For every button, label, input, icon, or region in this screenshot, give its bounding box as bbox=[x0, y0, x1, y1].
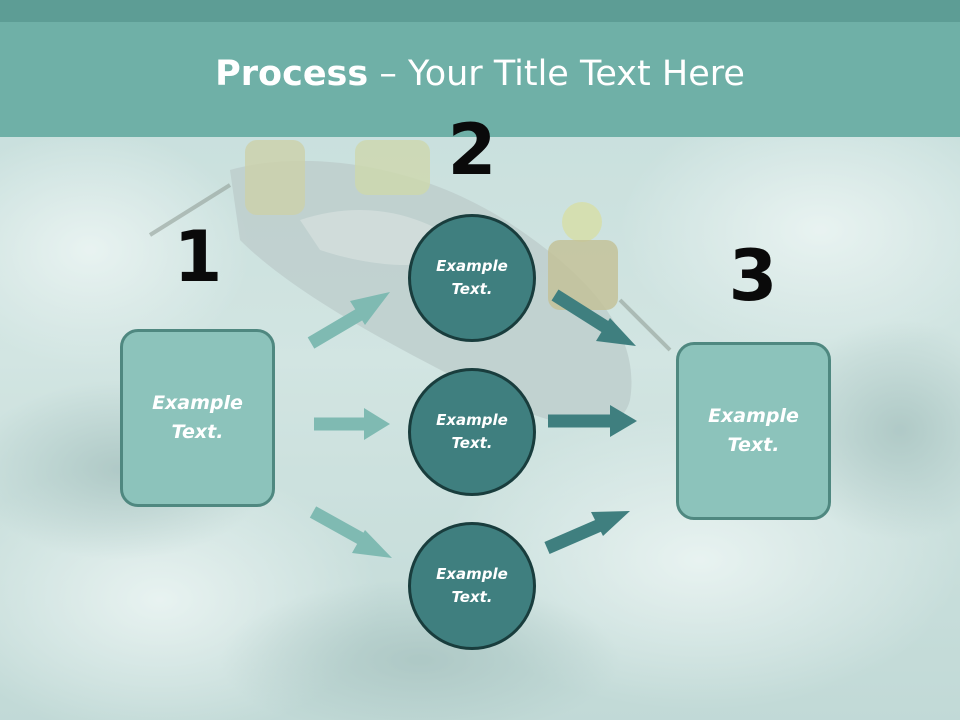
arrow-box1-to-circle3 bbox=[309, 506, 392, 558]
stage-box-1-line2: Text. bbox=[171, 421, 224, 443]
step-circle-3-line2: Text. bbox=[451, 588, 493, 606]
stage-number-3: 3 bbox=[728, 235, 778, 317]
stage-box-1-text: Example Text. bbox=[152, 389, 243, 447]
stage-box-3-text: Example Text. bbox=[708, 402, 799, 460]
title-separator: – bbox=[368, 54, 408, 94]
step-circle-2-line1: Example bbox=[436, 411, 508, 429]
step-circle-3: Example Text. bbox=[408, 522, 536, 650]
step-circle-1-line2: Text. bbox=[451, 280, 493, 298]
arrow-circle1-to-box3 bbox=[551, 289, 636, 346]
step-circle-1-text: Example Text. bbox=[436, 255, 508, 301]
step-circle-2: Example Text. bbox=[408, 368, 536, 496]
title-bold-part: Process bbox=[215, 54, 369, 94]
arrow-circle2-to-box3 bbox=[548, 405, 637, 437]
arrow-box1-to-circle2 bbox=[314, 408, 390, 440]
stage-box-3-line1: Example bbox=[708, 405, 799, 427]
title-rest-part: Your Title Text Here bbox=[407, 54, 745, 94]
step-circle-2-text: Example Text. bbox=[436, 409, 508, 455]
title-band-top-strip bbox=[0, 0, 960, 22]
arrow-circle3-to-box3 bbox=[544, 511, 630, 554]
stage-box-1: Example Text. bbox=[120, 329, 275, 507]
step-circle-3-line1: Example bbox=[436, 565, 508, 583]
step-circle-3-text: Example Text. bbox=[436, 563, 508, 609]
title-band bbox=[0, 0, 960, 137]
slide-title: Process – Your Title Text Here bbox=[0, 52, 960, 96]
step-circle-1: Example Text. bbox=[408, 214, 536, 342]
step-circle-1-line1: Example bbox=[436, 257, 508, 275]
stage-number-2: 2 bbox=[447, 109, 497, 191]
stage-box-3: Example Text. bbox=[676, 342, 831, 520]
stage-box-3-line2: Text. bbox=[727, 434, 780, 456]
stage-number-1: 1 bbox=[173, 216, 223, 298]
arrow-box1-to-circle1 bbox=[307, 292, 390, 349]
step-circle-2-line2: Text. bbox=[451, 434, 493, 452]
stage-box-1-line1: Example bbox=[152, 392, 243, 414]
